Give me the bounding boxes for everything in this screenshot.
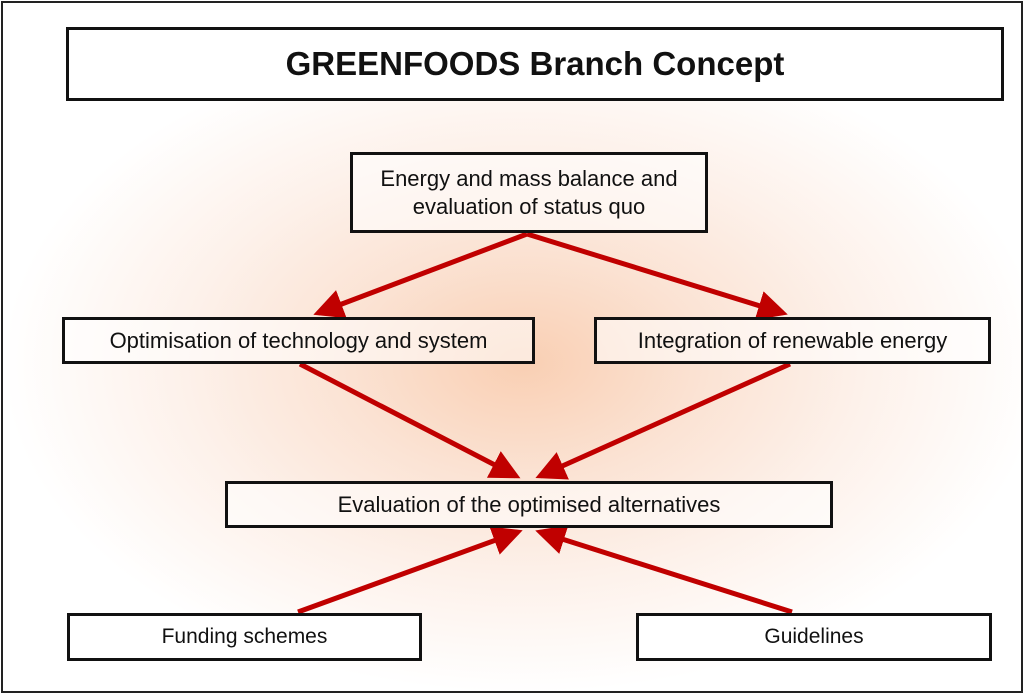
node-optimisation: Optimisation of technology and system	[62, 317, 535, 364]
node-status-quo: Energy and mass balance and evaluation o…	[350, 152, 708, 233]
node-evaluation: Evaluation of the optimised alternatives	[225, 481, 833, 528]
node-renewable-energy: Integration of renewable energy	[594, 317, 991, 364]
node-guidelines: Guidelines	[636, 613, 992, 661]
diagram-title: GREENFOODS Branch Concept	[66, 27, 1004, 101]
node-funding-schemes: Funding schemes	[67, 613, 422, 661]
